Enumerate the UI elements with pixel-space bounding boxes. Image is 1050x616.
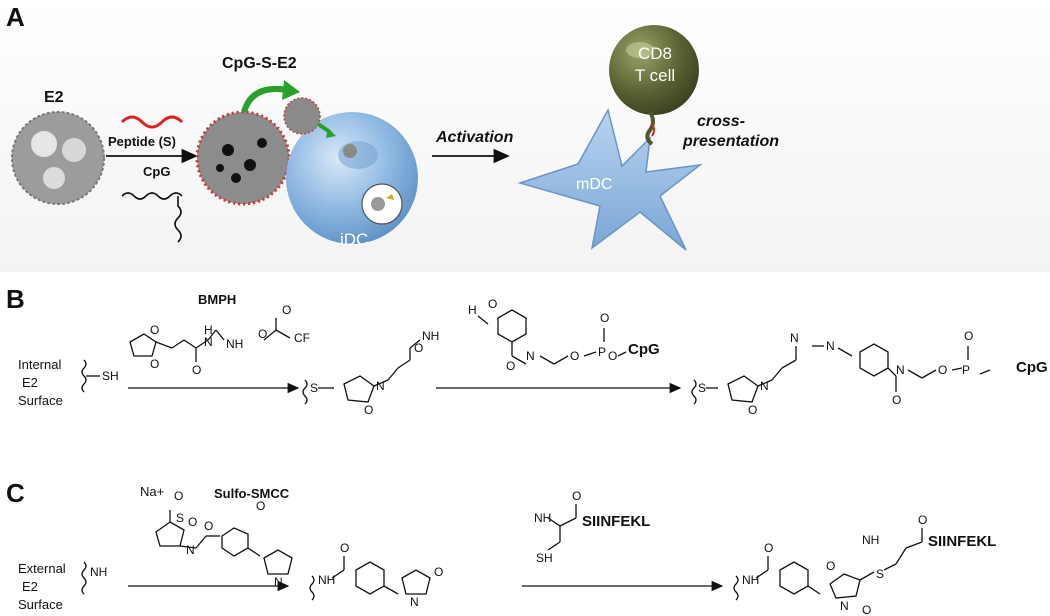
na-label: Na+ [140, 484, 165, 499]
cpg-label: CpG [143, 164, 171, 179]
tcell-label-line1: CD8 [637, 44, 672, 63]
b-o5: O [414, 341, 423, 355]
c-nh3-final: NH [862, 533, 879, 547]
c-n2: N [274, 575, 283, 589]
c-nh1: NH [318, 573, 335, 587]
b-nh3-1: NH [226, 337, 243, 351]
b-nh3-2: NH [422, 329, 439, 343]
c-o6: O [572, 489, 581, 503]
c-o5: O [434, 565, 443, 579]
tcell-label-line2: T cell [634, 66, 676, 85]
cpg-s-e2-conjugate [195, 110, 291, 206]
c-s-atom: S [176, 511, 184, 525]
b-o2: O [150, 357, 159, 371]
uptake-arrow [241, 86, 289, 114]
b-o11: O [748, 403, 757, 417]
e2-label: E2 [44, 89, 64, 106]
peptide-strand [120, 115, 184, 129]
c-n3: N [410, 595, 419, 609]
c-siinfekl-1: SIINFEKL [582, 513, 650, 530]
b-o7: O [506, 359, 515, 373]
b-s1: S [310, 381, 318, 395]
b-cpg-2: CpG [1016, 359, 1048, 376]
small-cage [283, 97, 321, 135]
c-nh3-surface: NH [90, 565, 107, 579]
endosome-cage [343, 144, 357, 158]
b-n6: N [826, 339, 835, 353]
panel-c-reaction: NH O S O N O O N NH O N O NH O SIINFEKL … [81, 489, 996, 616]
b-o12: O [892, 393, 901, 407]
b-s2: S [698, 381, 706, 395]
b-o13: O [938, 363, 947, 377]
b-p1: P [598, 345, 606, 359]
b-h2: H [468, 303, 477, 317]
c-o1: O [188, 515, 197, 529]
c-o3: O [256, 499, 265, 513]
panel-b-letter: B [6, 284, 25, 314]
cross-label-line2: presentation [683, 133, 780, 150]
b-o4: O [364, 403, 373, 417]
c-n1: N [186, 543, 195, 557]
b-tfa-cf3: CF [294, 331, 310, 345]
panel-c-letter: C [6, 478, 25, 508]
b-n5: N [790, 331, 799, 345]
panel-a-letter: A [6, 2, 25, 32]
c-nh3-pep: NH [534, 511, 551, 525]
c-sh: SH [536, 551, 553, 565]
idc-label: iDC [340, 230, 369, 249]
b-p2: P [962, 363, 970, 377]
b-sh-atom: SH [102, 369, 119, 383]
b-o14: O [964, 329, 973, 343]
mdc-cell [517, 107, 703, 251]
b-tfa-o1: O [282, 303, 291, 317]
cpg-strand [121, 192, 183, 243]
c-o8: O [826, 559, 835, 573]
c-o4: O [340, 541, 349, 555]
c-s2: S [876, 567, 884, 581]
c-n4: N [840, 599, 849, 613]
b-o10: O [608, 349, 617, 363]
c-o9: O [862, 603, 871, 616]
b-n2: N [376, 379, 385, 393]
tcr-receptor [645, 110, 655, 146]
internal-surface-label: Internal E2 Surface [18, 357, 63, 408]
peptide-label: Peptide (S) [108, 134, 176, 149]
b-o3: O [192, 363, 201, 377]
b-o9: O [600, 311, 609, 325]
activation-label: Activation [436, 129, 514, 146]
c-so3-o: O [174, 489, 183, 503]
cross-label-line1: cross- [697, 113, 746, 130]
e2-cage [11, 111, 105, 205]
b-h1: H [204, 323, 213, 337]
b-n4: N [760, 379, 769, 393]
sulfo-smcc-label: Sulfo-SMCC [214, 486, 290, 501]
panel-b-reaction: SH O O O N H NH O O CF S N O O NH H O O … [81, 297, 1048, 417]
c-nh2: NH [742, 573, 759, 587]
c-siinfekl-2: SIINFEKL [928, 533, 996, 550]
external-surface-label: External E2 Surface [18, 561, 66, 612]
mdc-label: mDC [576, 176, 613, 193]
c-o2: O [204, 519, 213, 533]
c-o10: O [918, 513, 927, 527]
b-o1: O [150, 323, 159, 337]
conjugate-label: CpG-S-E2 [222, 55, 297, 72]
b-cpg-1: CpG [628, 341, 660, 358]
b-n3: N [526, 349, 535, 363]
b-n7: N [896, 363, 905, 377]
b-n1: N [204, 335, 213, 349]
bmph-label: BMPH [198, 292, 237, 307]
b-o8: O [570, 349, 579, 363]
panel-a-illustration [11, 25, 703, 251]
b-tfa-o2: O [258, 327, 267, 341]
b-o6: O [488, 297, 497, 311]
c-o7: O [764, 541, 773, 555]
